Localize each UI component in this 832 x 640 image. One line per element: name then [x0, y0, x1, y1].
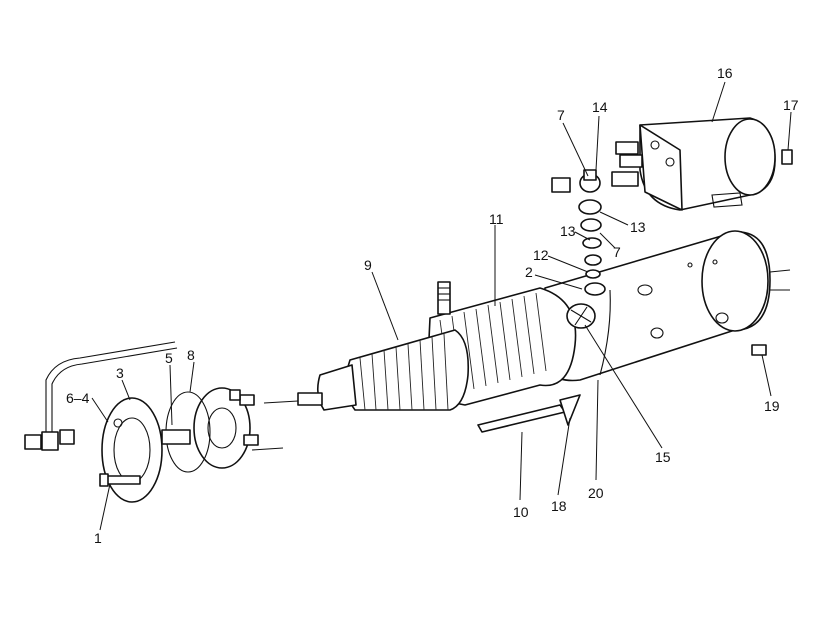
washer-stack: [578, 169, 606, 296]
callout-5: 5: [165, 350, 173, 366]
cable-lead: [45, 341, 176, 432]
armature: [297, 329, 470, 411]
callout-15: 15: [655, 449, 671, 465]
callout-8: 8: [187, 347, 195, 363]
callout-18: 18: [551, 498, 567, 514]
callout-3: 3: [116, 365, 124, 381]
callout-7-top: 7: [557, 107, 565, 123]
cap-screw-19: [751, 344, 767, 356]
callout-19: 19: [764, 398, 780, 414]
end-cover: [101, 397, 191, 503]
brush-plate: [193, 387, 259, 469]
solenoid-nut: [551, 177, 571, 193]
cap-screw-17: [781, 149, 793, 165]
callout-9: 9: [364, 257, 372, 273]
callout-13-left: 13: [560, 223, 576, 239]
callout-17: 17: [783, 97, 799, 113]
callout-6-4: 6–4: [66, 390, 90, 406]
terminal-stud: [437, 281, 451, 315]
callout-12: 12: [533, 247, 549, 263]
callout-20: 20: [588, 485, 604, 501]
field-frame-housing: [539, 230, 791, 382]
terminal-nuts: [24, 429, 75, 451]
callout-labels: 1 2 3 6–4 5 7 7 8 9 10 11 12 13 13 14 15…: [66, 65, 799, 546]
small-screw: [251, 447, 284, 451]
solenoid: [611, 117, 776, 211]
callout-1: 1: [94, 530, 102, 546]
callout-16: 16: [717, 65, 733, 81]
callout-14: 14: [592, 99, 608, 115]
brush-strip: [477, 394, 581, 433]
callout-11: 11: [489, 211, 504, 227]
callout-13-right: 13: [630, 219, 646, 235]
leader-lines: [91, 81, 792, 531]
callout-10: 10: [513, 504, 529, 520]
callout-2: 2: [525, 264, 533, 280]
housing-plug: [566, 303, 596, 329]
callout-7-lower: 7: [613, 244, 621, 260]
through-bolt: [99, 473, 141, 487]
